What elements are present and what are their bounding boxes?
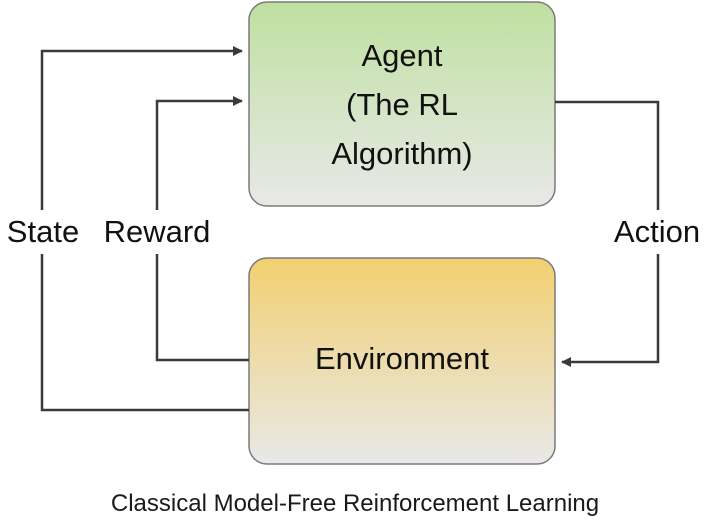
reward-label-bg xyxy=(92,210,222,254)
agent-label-line1: Agent xyxy=(361,38,442,73)
agent-box xyxy=(248,1,556,207)
caption: Classical Model-Free Reinforcement Learn… xyxy=(111,490,599,517)
agent-label-line2: (The RL xyxy=(346,87,458,122)
agent-label-line3: Algorithm) xyxy=(331,136,472,171)
state-label-bg xyxy=(0,210,90,254)
state-label: State xyxy=(7,214,79,249)
environment-label: Environment xyxy=(315,341,489,376)
action-label-bg xyxy=(602,210,710,254)
reward-label: Reward xyxy=(104,214,211,249)
agent-node: Agent (The RL Algorithm) xyxy=(248,1,556,207)
action-label: Action xyxy=(614,214,700,249)
environment-node: Environment xyxy=(248,257,556,465)
